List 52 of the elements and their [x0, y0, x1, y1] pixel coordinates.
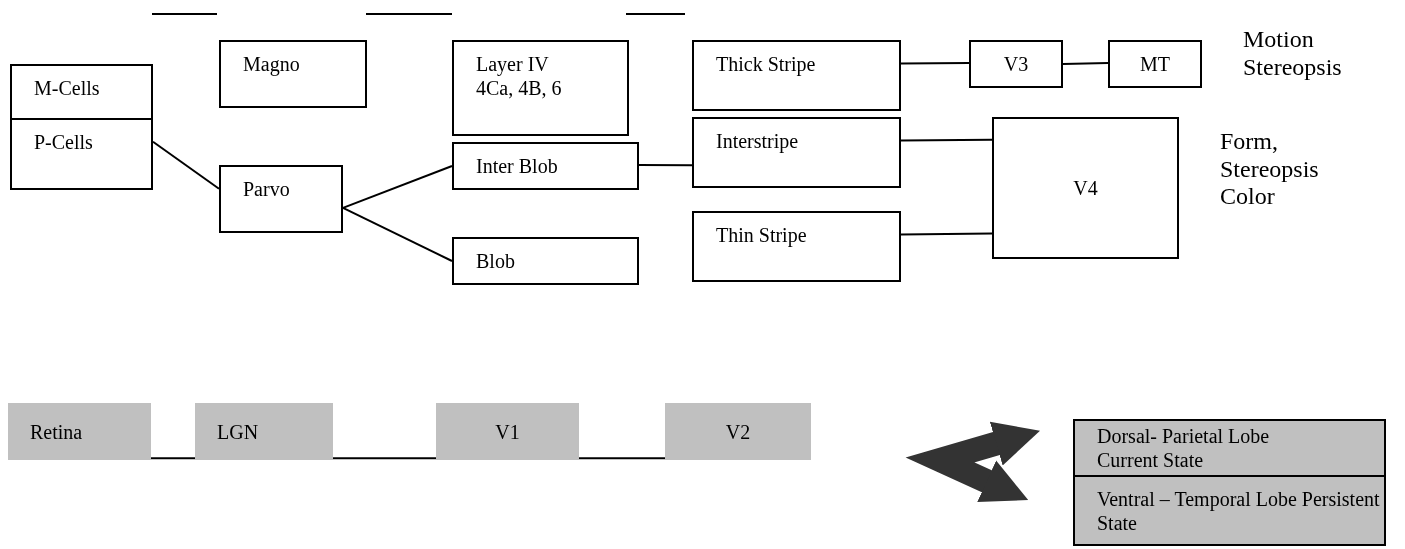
- node-label: MT: [1140, 52, 1170, 76]
- process-box: [692, 117, 901, 188]
- node-label: Parvo: [243, 177, 290, 201]
- process-box: [452, 40, 629, 136]
- area-box: [1073, 419, 1386, 477]
- process-box: [692, 40, 901, 111]
- process-box: [452, 142, 639, 190]
- connector-line: [152, 140, 220, 190]
- node-label: Thin Stripe: [716, 223, 807, 247]
- node-label: Magno: [243, 52, 300, 76]
- node-label: Interstripe: [716, 129, 799, 153]
- process-box: [219, 40, 367, 108]
- node-label: Retina: [30, 419, 83, 444]
- node-label: Layer IV 4Ca, 4B, 6: [476, 52, 563, 100]
- node-label: Dorsal- Parietal Lobe Current State: [1097, 424, 1271, 472]
- connector-line: [342, 165, 453, 209]
- node-label: M-Cells: [34, 76, 100, 100]
- function-note: Form, Stereopsis Color: [1220, 128, 1320, 211]
- node-label: P-Cells: [34, 130, 93, 154]
- connector-line: [1062, 62, 1109, 65]
- area-box: [436, 403, 579, 460]
- area-box: [1073, 475, 1386, 546]
- connector-line: [638, 164, 693, 167]
- node-label: Inter Blob: [476, 154, 558, 178]
- area-box: [195, 403, 333, 460]
- area-box: [665, 403, 811, 460]
- connector-line: [342, 206, 453, 262]
- connector-line: [150, 457, 196, 460]
- node-label: V3: [1003, 52, 1029, 76]
- bent-double-arrow: [905, 421, 1040, 502]
- node-label: Ventral – Temporal Lobe Persistent State: [1097, 487, 1381, 535]
- process-box: [452, 237, 639, 285]
- connector-line: [578, 457, 666, 460]
- process-box: [992, 117, 1179, 259]
- process-box: [10, 118, 153, 190]
- process-box: [1108, 40, 1202, 88]
- area-box: [8, 403, 151, 460]
- connector-line: [900, 232, 993, 236]
- process-box: [219, 165, 343, 233]
- node-label: Blob: [476, 249, 515, 273]
- node-label: Thick Stripe: [716, 52, 816, 76]
- connector-line: [900, 138, 993, 142]
- process-box: [692, 211, 901, 282]
- function-note: Motion Stereopsis: [1243, 26, 1343, 82]
- connector-line: [900, 62, 970, 65]
- process-box: [10, 64, 153, 120]
- node-label: V2: [725, 419, 751, 444]
- process-box: [969, 40, 1063, 88]
- node-label: V4: [1073, 176, 1098, 200]
- node-label: V1: [495, 419, 520, 444]
- connector-line: [332, 457, 437, 460]
- node-label: LGN: [217, 419, 259, 444]
